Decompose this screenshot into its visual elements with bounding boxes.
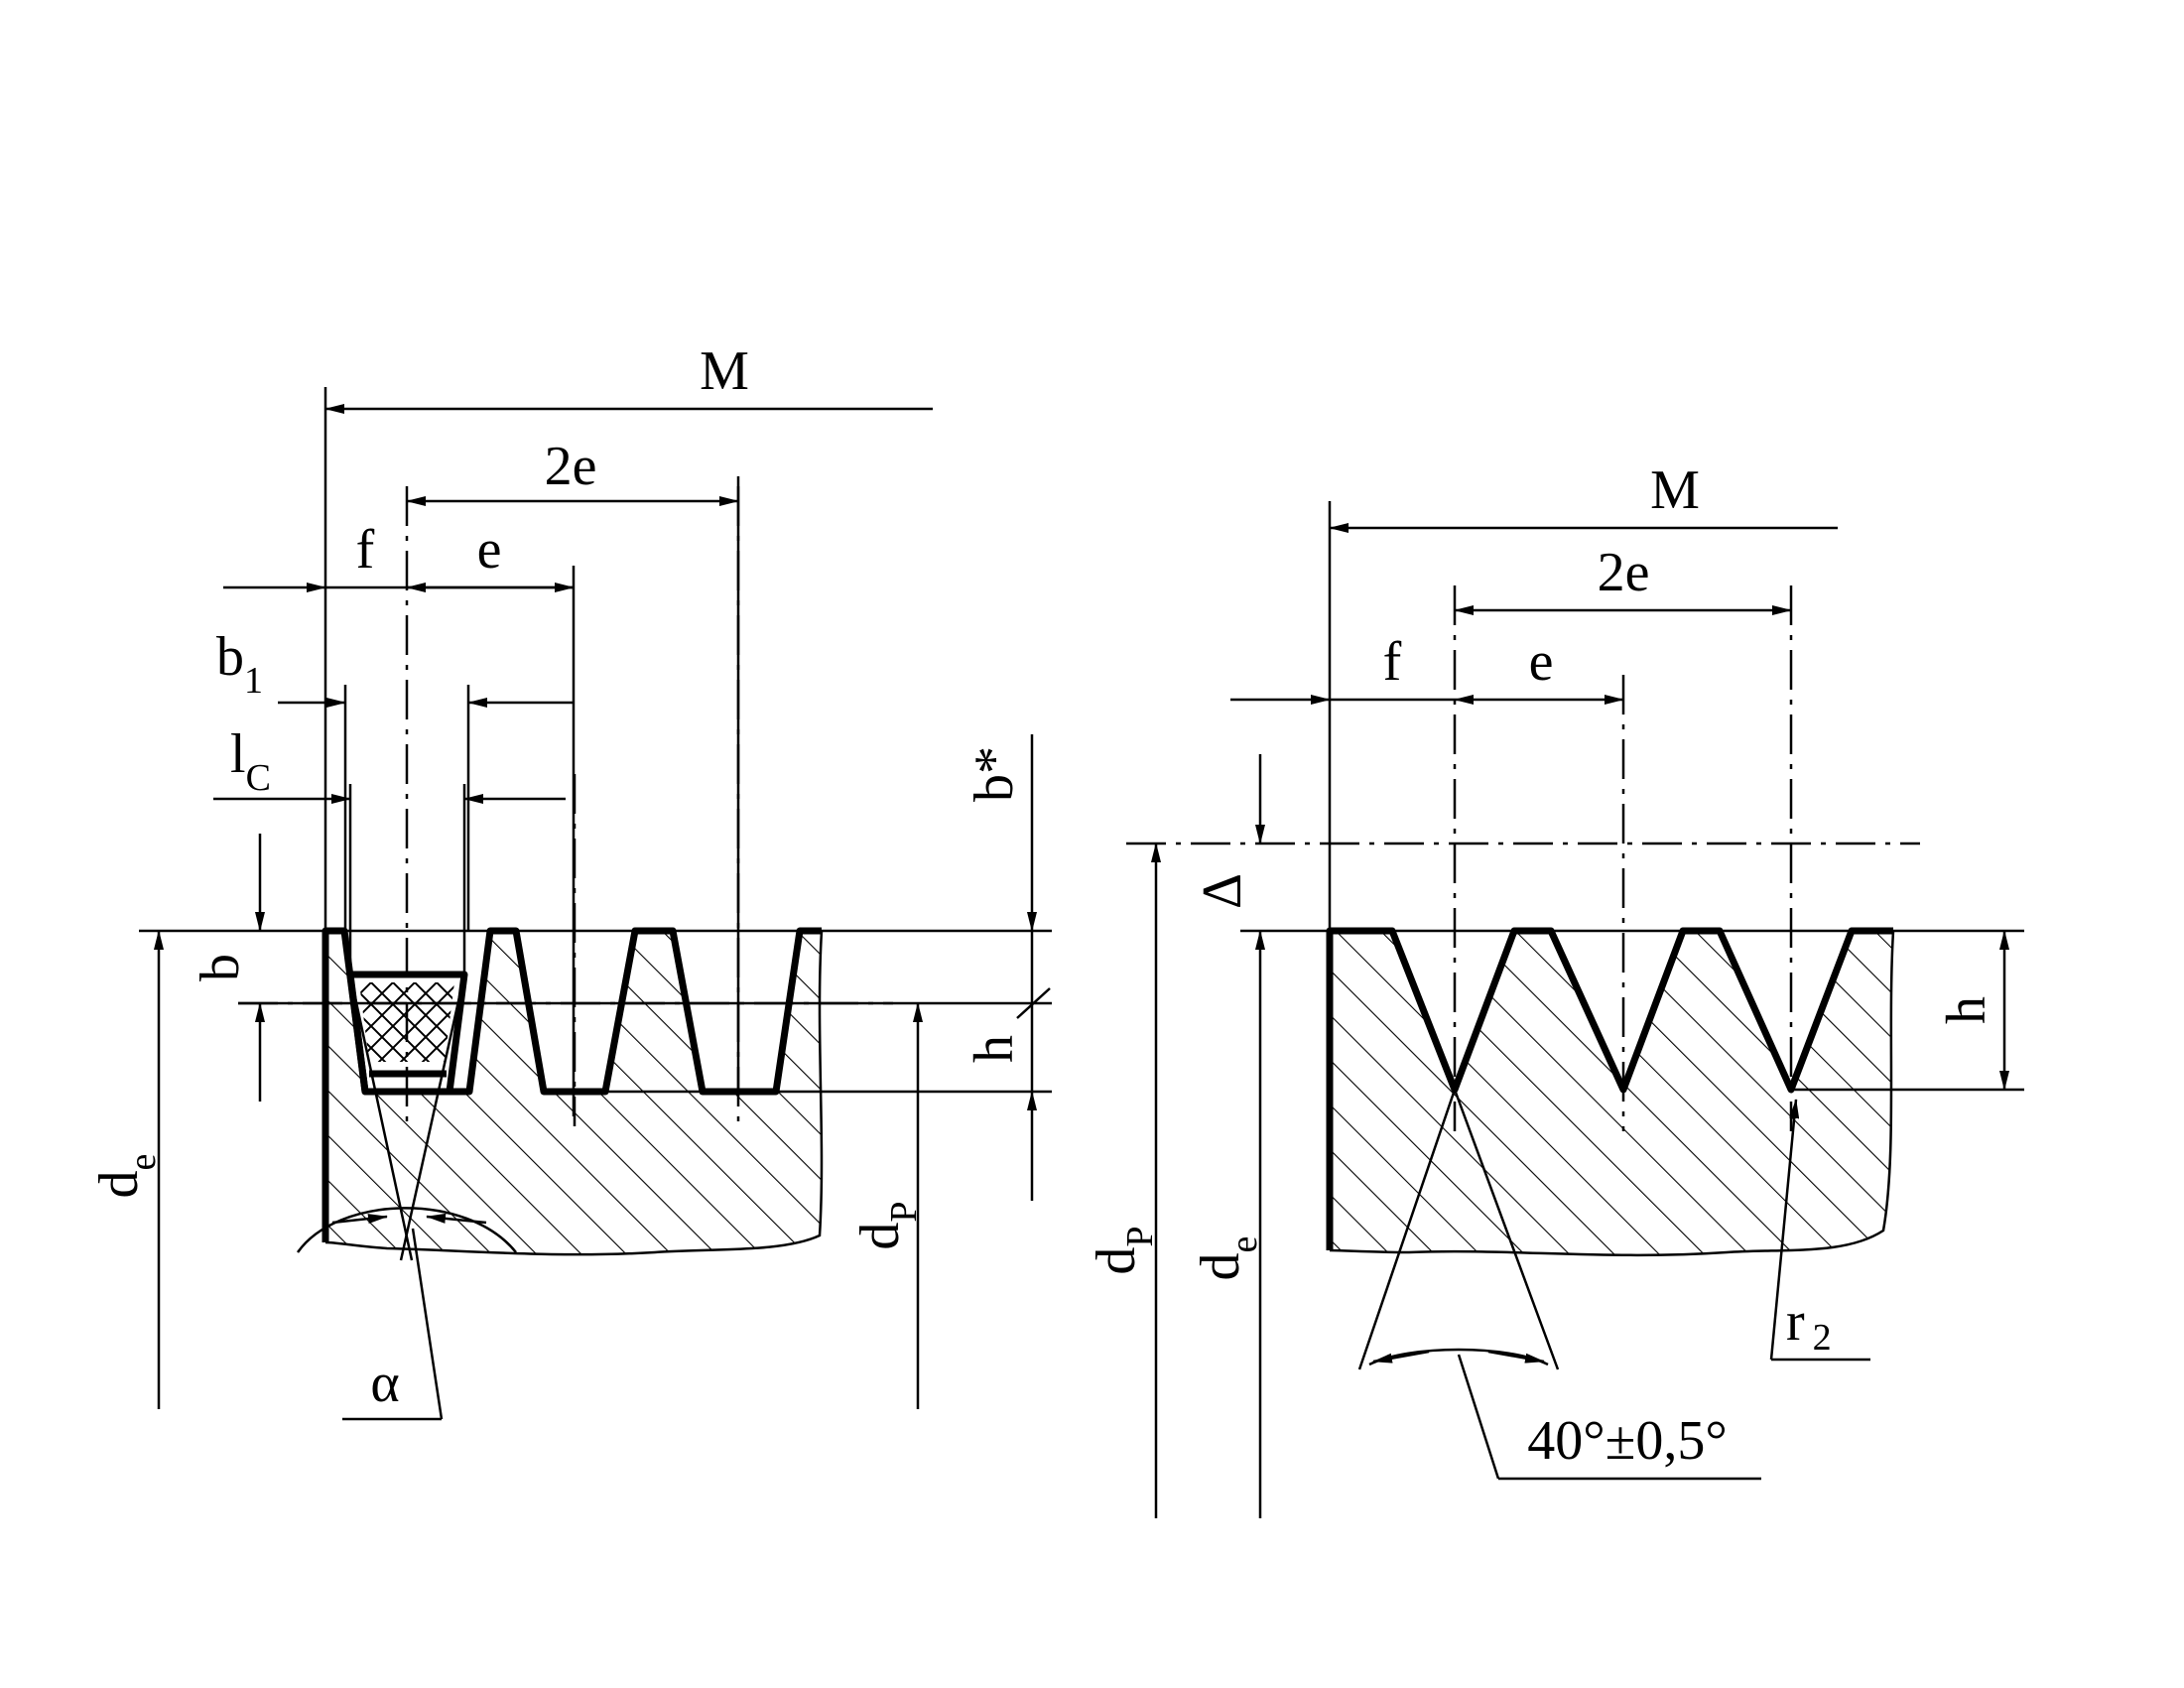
alpha-arrow-right [426,1213,487,1225]
alpha-arc [296,1207,517,1253]
angle-arrow-left [1372,1350,1430,1363]
r-label-dp: dP [1086,1226,1161,1274]
label-b: b [190,954,251,981]
right-break-line [1329,930,1895,1257]
label-de: de [88,1154,164,1199]
label-h: h [964,1035,1025,1063]
label-dp: dP [849,1201,925,1249]
label-angle: 40°±0,5° [1527,1410,1728,1472]
r-label-M: M [1650,459,1700,521]
alpha-flank-left [348,974,414,1261]
r-label-2e: 2e [1598,542,1650,603]
r2-leader [1769,1099,1800,1361]
belt-outline [346,971,468,1096]
r-label-delta: Δ [1192,873,1253,909]
alpha-flank-right [399,974,466,1261]
r-label-f: f [1383,631,1402,693]
r-label-h: h [1936,996,1997,1024]
label-b1: b1 [216,626,263,702]
label-e: e [477,519,502,581]
label-lc: lC [230,723,271,799]
angle-leader [1457,1354,1500,1480]
label-bstar: b* [964,746,1025,802]
label-2e: 2e [545,436,597,497]
angle-flank-right [1453,1089,1560,1370]
label-M: M [700,340,749,402]
alpha-leader [411,1228,444,1420]
r-label-de: de [1190,1236,1265,1281]
left-break-line [324,930,824,1256]
left-view: M 2e f e b1 lC b b* h de dP [88,340,1052,1421]
dim-h-tick [1016,987,1051,1019]
label-f: f [356,519,375,581]
angle-flank-left [1357,1089,1457,1370]
angle-arrow-right [1487,1350,1545,1363]
r-label-e: e [1529,631,1554,693]
label-alpha: α [370,1353,399,1414]
alpha-arrow-left [331,1214,388,1225]
